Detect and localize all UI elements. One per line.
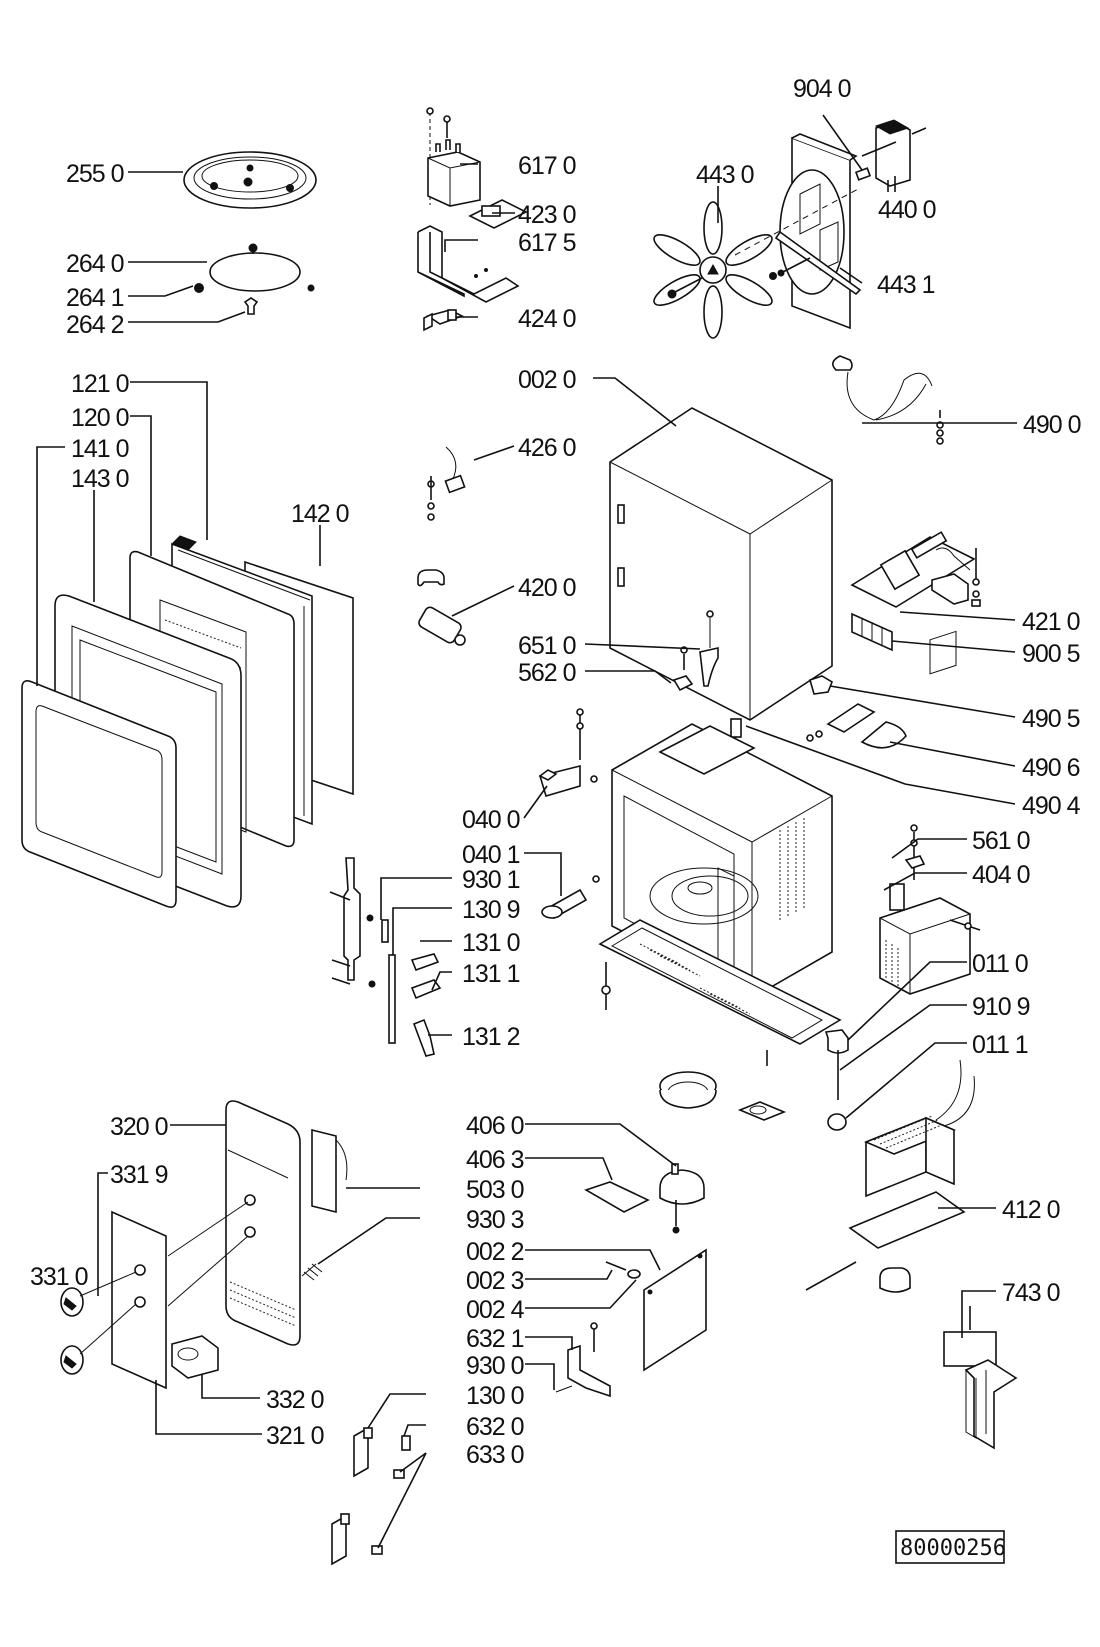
callout-332-0: 332 0: [266, 1386, 324, 1414]
callout-404-0: 404 0: [972, 861, 1030, 889]
callout-443-0: 443 0: [696, 161, 754, 189]
connector-block-part: [851, 612, 893, 652]
callout-130-0: 130 0: [466, 1382, 524, 1410]
callout-040-0: 040 0: [462, 806, 520, 834]
callout-264-0: 264 0: [66, 250, 124, 278]
callout-617-0: 617 0: [518, 152, 576, 180]
roller-ring-part: [194, 243, 315, 315]
control-board-part: [850, 531, 981, 608]
callout-131-1: 131 1: [462, 960, 520, 988]
noise-filter-part: [806, 675, 907, 749]
callout-121-0: 121 0: [71, 370, 129, 398]
thermostat-part: [427, 446, 466, 521]
callout-900-5: 900 5: [1022, 640, 1080, 668]
callout-910-9: 910 9: [972, 993, 1030, 1021]
callout-320-0: 320 0: [110, 1113, 168, 1141]
fan-blade-part: [653, 201, 773, 339]
callout-930-3: 930 3: [466, 1206, 524, 1234]
callout-002-3: 002 3: [466, 1267, 524, 1295]
callout-406-3: 406 3: [466, 1146, 524, 1174]
callout-503-0: 503 0: [466, 1176, 524, 1204]
capacitor-part: [417, 569, 466, 646]
callout-321-0: 321 0: [266, 1422, 324, 1450]
callout-562-0: 562 0: [518, 659, 576, 687]
callout-011-1: 011 1: [972, 1031, 1028, 1059]
callout-440-0: 440 0: [878, 196, 936, 224]
callout-561-0: 561 0: [972, 827, 1030, 855]
callout-120-0: 120 0: [71, 404, 129, 432]
hinge-lower-part: [541, 875, 600, 920]
callout-633-0: 633 0: [466, 1441, 524, 1469]
magnetron-part: [879, 630, 981, 995]
callout-002-4: 002 4: [466, 1296, 525, 1324]
fan-shroud-part: [734, 133, 862, 330]
turntable-motor-part: [584, 1071, 787, 1234]
outer-cabinet-part: [609, 407, 833, 721]
callout-930-0: 930 0: [466, 1352, 524, 1380]
fuse-holder-part: [468, 199, 528, 229]
callout-131-2: 131 2: [462, 1023, 520, 1051]
callout-421-0: 421 0: [1022, 608, 1080, 636]
oven-cavity-part: [611, 723, 833, 999]
control-panel-part: [60, 1100, 348, 1390]
callout-331-9: 331 9: [110, 1161, 168, 1189]
callout-131-0: 131 0: [462, 929, 520, 957]
fan-motor-part: [854, 119, 927, 192]
callout-651-0: 651 0: [518, 632, 576, 660]
callout-labels: 255 0 264 0 264 1 264 2 617 0 423 0 617 …: [30, 75, 1082, 1469]
callout-490-0: 490 0: [1023, 411, 1081, 439]
diagram-reference-number: 80000256: [900, 1536, 1006, 1561]
callout-490-6: 490 6: [1022, 754, 1080, 782]
latch-assembly-part: [329, 857, 442, 1057]
air-duct-part: [943, 1306, 1018, 1450]
callout-423-0: 423 0: [518, 201, 576, 229]
callout-617-5: 617 5: [518, 229, 576, 257]
callout-490-4: 490 4: [1022, 792, 1081, 820]
callout-904-0: 904 0: [793, 75, 851, 103]
power-cord-part: [832, 355, 944, 445]
microswitch-assembly-part: [331, 1426, 411, 1566]
leader-lines: [36, 114, 1017, 1549]
turntable-tray-part: [183, 151, 317, 209]
callout-130-9: 130 9: [462, 896, 520, 924]
relay-bracket-part: [417, 225, 520, 303]
cover-plate-part: [605, 1248, 707, 1372]
callout-632-1: 632 1: [466, 1325, 524, 1353]
callout-255-0: 255 0: [66, 160, 124, 188]
callout-426-0: 426 0: [518, 434, 576, 462]
callout-142-0: 142 0: [291, 500, 349, 528]
callout-141-0: 141 0: [71, 435, 129, 463]
callout-406-0: 406 0: [466, 1112, 524, 1140]
callout-443-1: 443 1: [877, 271, 935, 299]
diagram-reference-box: 80000256: [895, 1530, 1006, 1564]
switch-part: [423, 309, 465, 332]
callout-420-0: 420 0: [518, 574, 576, 602]
callout-930-1: 930 1: [462, 866, 520, 894]
callout-331-0: 331 0: [30, 1263, 88, 1291]
callout-490-5: 490 5: [1022, 705, 1080, 733]
callout-743-0: 743 0: [1002, 1279, 1060, 1307]
callout-264-2: 264 2: [66, 311, 124, 339]
hinge-upper-part: [538, 708, 598, 797]
switch-bracket-part: [555, 1322, 611, 1398]
callout-424-0: 424 0: [518, 305, 576, 333]
relay-part: [426, 107, 481, 207]
callout-040-1: 040 1: [462, 841, 520, 869]
callout-011-0: 011 0: [972, 950, 1028, 978]
oven-foot-part: [824, 1029, 849, 1131]
callout-412-0: 412 0: [1002, 1196, 1060, 1224]
base-plate-part: [598, 919, 842, 1066]
door-assembly-part: [21, 535, 354, 908]
transformer-part: [805, 1059, 975, 1293]
callout-632-0: 632 0: [466, 1413, 524, 1441]
callout-143-0: 143 0: [71, 465, 129, 493]
callout-264-1: 264 1: [66, 284, 124, 312]
callout-002-2: 002 2: [466, 1238, 524, 1266]
callout-002-0: 002 0: [518, 366, 576, 394]
